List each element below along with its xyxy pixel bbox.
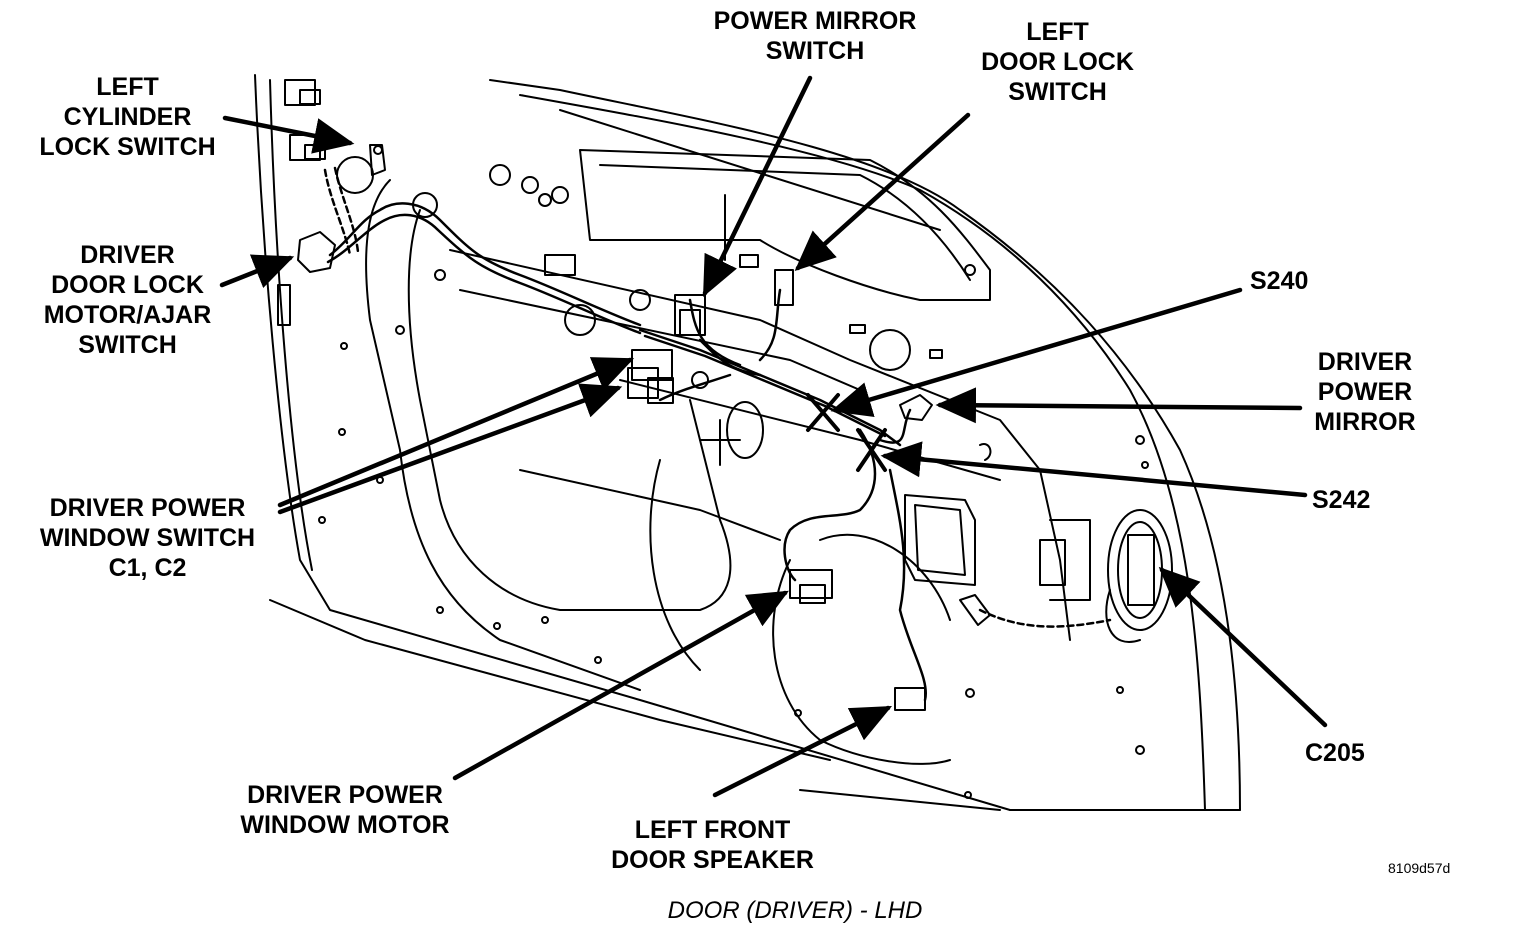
label-s242: S242 [1312, 485, 1370, 515]
label-line: SWITCH [765, 37, 865, 65]
label-line: C1, C2 [108, 554, 187, 582]
label-line: POWER [1317, 378, 1413, 406]
label-line: DRIVER [80, 241, 175, 269]
label-line: CYLINDER [63, 103, 192, 131]
label-driver-power-window-motor: DRIVER POWER WINDOW MOTOR [220, 780, 470, 840]
label-line: LEFT FRONT [634, 816, 791, 844]
label-line: DOOR LOCK [981, 48, 1134, 76]
wiring-harness [323, 166, 1112, 702]
splice-marks [806, 393, 887, 472]
label-left-door-lock-switch: LEFT DOOR LOCK SWITCH [960, 17, 1155, 107]
label-line: DOOR SPEAKER [611, 846, 814, 874]
components [297, 144, 991, 711]
hinge-tabs [277, 79, 326, 326]
leader-arrows [219, 75, 1328, 798]
label-line: S240 [1250, 267, 1309, 295]
label-line: SWITCH [1008, 78, 1107, 106]
label-s240: S240 [1250, 266, 1308, 296]
label-line: WINDOW SWITCH [39, 524, 256, 552]
label-left-cylinder-lock-switch: LEFT CYLINDER LOCK SWITCH [20, 72, 235, 162]
door-outer-panel [254, 74, 1241, 811]
label-power-mirror-switch: POWER MIRROR SWITCH [690, 6, 940, 66]
label-driver-power-mirror: DRIVER POWER MIRROR [1290, 347, 1440, 437]
label-line: LOCK SWITCH [39, 133, 216, 161]
c205-connector-shape [1039, 509, 1173, 643]
access-plate [904, 494, 976, 586]
figure-caption: DOOR (DRIVER) - LHD [667, 897, 923, 924]
label-line: SWITCH [78, 331, 177, 359]
label-c205: C205 [1305, 738, 1365, 768]
figure-id: 8109d57d [1388, 860, 1451, 876]
label-line: LEFT [1026, 18, 1089, 46]
label-line: S242 [1312, 486, 1371, 514]
label-left-front-door-speaker: LEFT FRONT DOOR SPEAKER [590, 815, 835, 875]
label-line: POWER MIRROR [713, 7, 917, 35]
panel-holes [318, 156, 1149, 799]
label-line: DRIVER [1317, 348, 1413, 376]
label-line: WINDOW MOTOR [240, 811, 450, 839]
label-line: DOOR LOCK [51, 271, 204, 299]
label-driver-door-lock-motor-ajar-switch: DRIVER DOOR LOCK MOTOR/AJAR SWITCH [20, 240, 235, 360]
label-line: LEFT [96, 73, 159, 101]
label-line: DRIVER POWER [49, 494, 246, 522]
label-line: DRIVER POWER [247, 781, 443, 809]
inner-panel [365, 179, 1071, 691]
label-line: C205 [1305, 739, 1365, 767]
label-line: MIRROR [1314, 408, 1416, 436]
label-line: MOTOR/AJAR [43, 301, 212, 329]
label-driver-power-window-switch: DRIVER POWER WINDOW SWITCH C1, C2 [20, 493, 275, 583]
